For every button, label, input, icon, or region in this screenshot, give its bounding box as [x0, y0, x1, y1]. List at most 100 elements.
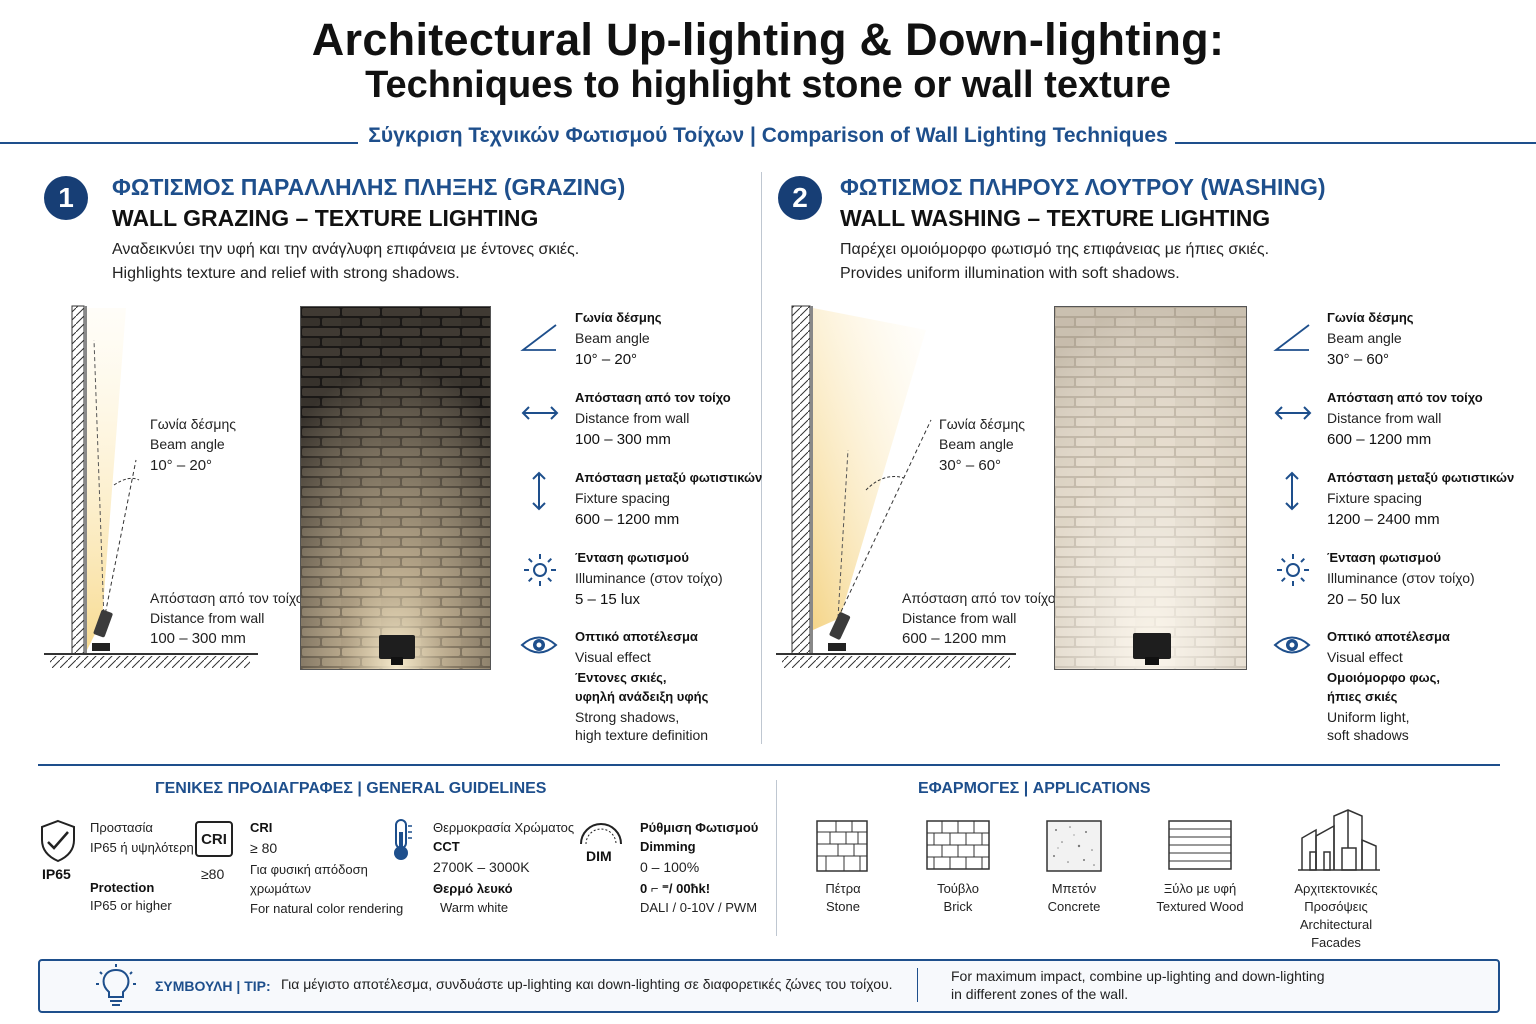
app-concrete-gr: Μπετόν — [1051, 881, 1097, 896]
cri-badge-below: ≥80 — [201, 866, 225, 882]
app-concrete-en: Concrete — [1047, 899, 1101, 914]
washing-spec-effect-gr: Οπτικό αποτέλεσμα — [1327, 629, 1450, 644]
grazing-diagram-beam-en: Beam angle — [150, 436, 225, 452]
applications-heading: ΕΦΑΡΜΟΓΕΣ | APPLICATIONS — [918, 780, 1151, 797]
eye-icon — [1273, 636, 1311, 654]
app-stone-en: Stone — [826, 899, 860, 914]
tip-divider — [917, 968, 918, 1002]
grazing-diagram-dist-en: Distance from wall — [150, 610, 265, 626]
washing-diagram-beam-val: 30° – 60° — [939, 457, 1002, 474]
lightbulb-icon — [96, 964, 136, 1006]
grazing-title-en: WALL GRAZING – TEXTURE LIGHTING — [112, 205, 539, 231]
cct-gr: Θερμοκρασία Χρώματος — [433, 820, 575, 835]
grazing-effect-bold-1: Έντονες σκιές, — [575, 670, 667, 685]
brick-icon — [926, 820, 990, 870]
grazing-spec-lux-val: 5 – 15 lux — [575, 591, 641, 608]
washing-spec-lux-gr: Ένταση φωτισμού — [1327, 550, 1441, 565]
washing-effect-val-2: soft shadows — [1327, 727, 1409, 743]
spacing-icon — [1285, 471, 1299, 511]
grazing-diagram-dist-val: 100 – 300 mm — [150, 630, 246, 647]
beam-angle-icon — [1273, 324, 1310, 351]
dim-en: DALI / 0-10V / PWM — [640, 900, 758, 915]
guidelines-heading: ΓΕΝΙΚΕΣ ΠΡΟΔΙΑΓΡΑΦΕΣ | GENERAL GUIDELINE… — [155, 780, 547, 797]
grazing-effect-val-1: Strong shadows, — [575, 709, 680, 725]
grazing-wall-photo — [300, 306, 491, 670]
page-subtitle: Techniques to highlight stone or wall te… — [365, 64, 1171, 106]
app-wood-gr: Ξύλο με υφή — [1163, 881, 1237, 896]
section-1-badge: 1 — [44, 176, 88, 220]
grazing-diagram-dist-gr: Απόσταση από τον τοίχο — [150, 590, 304, 606]
washing-title-gr: ΦΩΤΙΣΜΟΣ ΠΛΗΡΟΥΣ ΛΟΥΤΡΟΥ (WASHING) — [840, 174, 1326, 200]
washing-desc-en: Provides uniform illumination with soft … — [840, 265, 1180, 282]
grazing-spec-spacing-gr: Απόσταση μεταξύ φωτιστικών — [575, 470, 763, 485]
grazing-desc-gr: Αναδεικνύει την υφή και την ανάγλυφη επι… — [112, 241, 580, 258]
section-2-badge: 2 — [778, 176, 822, 220]
distance-icon — [521, 406, 559, 420]
grazing-diagram-beam-gr: Γωνία δέσμης — [150, 416, 237, 432]
spacing-icon — [532, 471, 546, 511]
app-facade-gr-2: Προσόψεις — [1304, 899, 1368, 914]
grazing-spec-spacing-en: Fixture spacing — [575, 490, 670, 506]
cct-title: CCT — [433, 839, 460, 854]
grazing-desc-en: Highlights texture and relief with stron… — [112, 265, 460, 282]
cri-en: For natural color rendering — [250, 901, 404, 916]
bottom-section-divider — [776, 780, 777, 936]
cri-gr-2: χρωμάτων — [250, 881, 311, 896]
ip65-badge-label: IP65 — [42, 866, 71, 882]
tip-text-gr: Για μέγιστο αποτέλεσμα, συνδυάστε up-lig… — [281, 976, 893, 992]
washing-wall-photo — [1054, 306, 1247, 670]
washing-effect-bold-2: ήπιες σκιές — [1327, 689, 1398, 704]
grazing-spec-beam-en: Beam angle — [575, 330, 650, 346]
washing-spec-spacing-en: Fixture spacing — [1327, 490, 1422, 506]
cct-gr-2: Θερμό λευκό — [433, 881, 513, 896]
dim-title: Dimming — [640, 839, 696, 854]
grazing-spec-beam-gr: Γωνία δέσμης — [575, 310, 662, 325]
app-facade-en-2: Facades — [1311, 935, 1361, 950]
cri-gr-1: Για φυσική απόδοση — [250, 862, 368, 877]
thermometer-icon — [394, 819, 412, 860]
app-wood-en: Textured Wood — [1156, 899, 1244, 914]
app-facade-en-1: Architectural — [1299, 917, 1373, 932]
washing-spec-spacing-gr: Απόσταση μεταξύ φωτιστικών — [1327, 470, 1515, 485]
dim-sub: 0 ⌐ ⁼/ 00ħk! — [640, 881, 711, 896]
tip-label: ΣΥΜΒΟΥΛΗ | TIP: — [155, 978, 271, 994]
cri-val: ≥ 80 — [250, 840, 278, 856]
section-divider — [761, 172, 762, 744]
grazing-title-gr: ΦΩΤΙΣΜΟΣ ΠΑΡΑΛΛΗΛΗΣ ΠΛΗΞΗΣ (GRAZING) — [112, 174, 626, 200]
app-facade-gr-1: Αρχιτεκτονικές — [1294, 881, 1378, 896]
dim-gr: Ρύθμιση Φωτισμού — [640, 820, 759, 835]
grazing-effect-val-2: high texture definition — [575, 727, 709, 743]
grazing-diagram-beam-val: 10° – 20° — [150, 457, 213, 474]
grazing-spec-dist-en: Distance from wall — [575, 410, 690, 426]
washing-diagram-beam-gr: Γωνία δέσμης — [939, 416, 1026, 432]
page-title: Architectural Up-lighting & Down-lightin… — [311, 14, 1225, 65]
comparison-heading: Σύγκριση Τεχνικών Φωτισμού Τοίχων | Comp… — [368, 124, 1168, 147]
washing-spec-beam-val: 30° – 60° — [1327, 351, 1390, 368]
shield-icon — [41, 819, 75, 863]
sun-icon — [524, 554, 556, 586]
wood-icon — [1168, 820, 1232, 870]
tip-text-en-1: For maximum impact, combine up-lighting … — [951, 968, 1325, 984]
washing-spec-beam-gr: Γωνία δέσμης — [1327, 310, 1414, 325]
ip-gr-2: IP65 ή υψηλότερη — [90, 840, 194, 855]
washing-spec-lux-en: Illuminance (στον τοίχο) — [1327, 570, 1475, 586]
washing-spec-dist-val: 600 – 1200 mm — [1327, 431, 1432, 448]
grazing-spec-lux-en: Illuminance (στον τοίχο) — [575, 570, 723, 586]
bottom-divider — [38, 764, 1500, 766]
washing-diagram-dist-en: Distance from wall — [902, 610, 1017, 626]
washing-effect-val-1: Uniform light, — [1327, 709, 1410, 725]
grazing-spec-spacing-val: 600 – 1200 mm — [575, 511, 680, 528]
cct-en: Warm white — [440, 900, 509, 915]
washing-effect-bold-1: Ομοιόμορφο φως, — [1327, 670, 1441, 685]
washing-spec-dist-en: Distance from wall — [1327, 410, 1442, 426]
app-brick-gr: Τούβλο — [937, 881, 979, 896]
app-stone-gr: Πέτρα — [825, 881, 861, 896]
washing-diagram — [776, 305, 1016, 668]
dim-badge: DIM — [586, 848, 612, 864]
grazing-diagram — [44, 305, 258, 668]
washing-spec-lux-val: 20 – 50 lux — [1327, 591, 1401, 608]
building-facade-icon — [1298, 809, 1380, 871]
grazing-spec-beam-val: 10° – 20° — [575, 351, 638, 368]
stone-icon — [816, 820, 868, 872]
dimmer-arc-icon — [580, 823, 622, 845]
